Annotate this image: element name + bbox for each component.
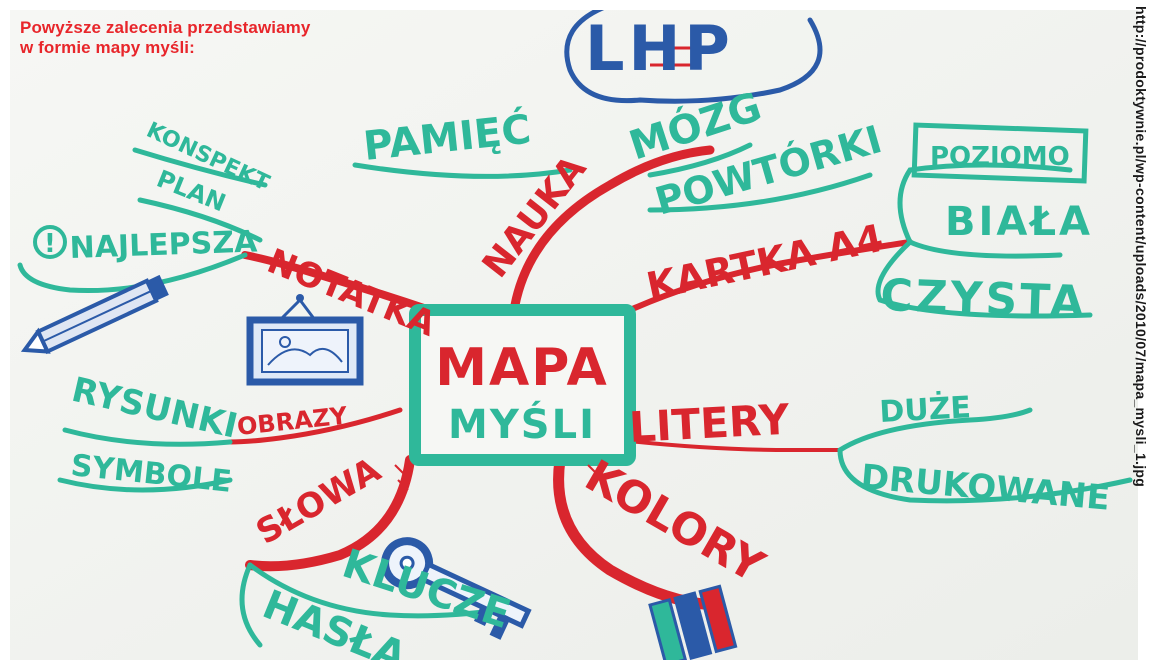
leaf-duze: DUŻE bbox=[879, 389, 972, 430]
leaf-biala: BIAŁA bbox=[945, 199, 1093, 245]
leaf-symbole: SYMBOLE bbox=[69, 448, 233, 500]
leaf-najlepsza-group: ! NAJLEPSZA bbox=[33, 224, 259, 266]
najlepsza-mark: ! bbox=[44, 229, 56, 259]
leaf-poziomo: POZIOMO bbox=[930, 142, 1070, 172]
branch-label-obrazy: OBRAZY bbox=[236, 402, 349, 441]
source-url: http://prodoktywnie.pl/wp-content/upload… bbox=[1133, 6, 1149, 488]
branch-nauka-line bbox=[510, 145, 715, 310]
branch-label-kartka: KARTKA A4 bbox=[643, 216, 887, 309]
mind-map-labels: MAPA MYŚLI LHP NAUKA NOTATKA KARTKA A4 O… bbox=[33, 12, 1111, 660]
label-lhp: LHP bbox=[585, 12, 734, 85]
branch-label-slowa: SŁOWA bbox=[250, 450, 389, 553]
branch-label-notatka: NOTATKA bbox=[262, 241, 442, 345]
branch-label-nauka: NAUKA bbox=[475, 148, 595, 285]
leaf-czysta: CZYSTA bbox=[880, 270, 1088, 328]
key-icon bbox=[381, 537, 532, 640]
leaf-poziomo-group: POZIOMO bbox=[911, 122, 1089, 184]
branch-label-litery: LITERY bbox=[628, 395, 791, 452]
caption-line-1: Powyższe zalecenia przedstawiamy bbox=[20, 18, 311, 37]
markers-icon bbox=[648, 584, 738, 660]
pencil-icon bbox=[20, 274, 169, 355]
leaf-najlepsza: NAJLEPSZA bbox=[69, 224, 259, 266]
branch-label-kolory: KOLORY bbox=[577, 450, 774, 593]
leaf-pamiec: PAMIĘĆ bbox=[361, 105, 533, 170]
leaf-rysunki: RYSUNKI bbox=[68, 370, 241, 447]
caption: Powyższe zalecenia przedstawiamy w formi… bbox=[20, 18, 380, 58]
center-line2: MYŚLI bbox=[448, 400, 596, 448]
framed-picture-icon bbox=[246, 294, 364, 386]
caption-line-2: w formie mapy myśli: bbox=[20, 38, 195, 57]
center-line1: MAPA bbox=[435, 338, 609, 398]
leaf-drukowane: DRUKOWANE bbox=[859, 457, 1111, 519]
mind-map-photo: MAPA MYŚLI LHP NAUKA NOTATKA KARTKA A4 O… bbox=[10, 10, 1138, 660]
central-box bbox=[409, 304, 636, 466]
